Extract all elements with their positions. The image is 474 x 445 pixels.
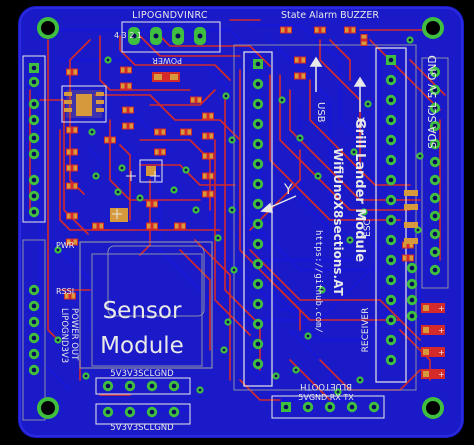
mcu-header-left-outline (243, 51, 273, 387)
board-name-label: Grill Lander Module (352, 118, 367, 262)
center-ic (110, 159, 163, 222)
module-label: Module (100, 333, 184, 359)
sensor-label: Sensor (103, 298, 182, 324)
svg-text:+: + (438, 348, 445, 357)
voltage-regulator-ic (64, 90, 104, 118)
axis-y-label: Y (283, 182, 293, 198)
bluetooth-pins-label: 5VGND RX TX (298, 393, 354, 402)
regulator-outline (61, 85, 107, 123)
power-label: POWER (152, 56, 182, 65)
top-header-label: LIPOGNDVINRC (132, 10, 208, 21)
bottom-header-mirror-label: 5V3V3SCLGND (110, 423, 174, 433)
sensor-chip-outline (107, 245, 205, 317)
left-header-outline (22, 55, 46, 223)
mcu-header-right-outline (375, 47, 407, 383)
svg-text:+: + (438, 326, 445, 335)
axis-arrows (260, 56, 367, 213)
usb-label: USB (315, 102, 326, 123)
sensor-module-footprint (79, 241, 213, 369)
left-column-label-a: LIPOGND3V3 (59, 308, 69, 363)
top-power-header-pins (128, 27, 206, 45)
right-header-outline (421, 57, 449, 289)
top-copper-traces (29, 19, 446, 401)
pwr-label: PWR (56, 241, 75, 250)
receiver-label: RECEIVER (361, 308, 371, 353)
fiducials (112, 171, 160, 219)
svg-text:+: + (438, 304, 445, 313)
right-column-label: SDA SCL 5V GND (426, 55, 439, 149)
top-header-outline (121, 21, 221, 53)
board-name-mirror-label: WifiUnoX8sections.AT (331, 148, 345, 296)
status-leds: + + + + (421, 303, 445, 379)
svg-text:+: + (438, 370, 445, 379)
left-column-label-b: POWER OUT (69, 308, 79, 361)
url-label: https://github.com/ (313, 230, 323, 333)
bottom-header-label: 5V3V3SCLGND (110, 369, 174, 379)
top-header-numbers: 4 3 2 1 (114, 31, 142, 40)
esc-label: ESC (363, 219, 373, 237)
axis-x-label: X (356, 116, 366, 132)
power-led (152, 72, 180, 82)
mounting-holes (37, 17, 444, 419)
bluetooth-label: BLUETOOTH (300, 381, 352, 391)
right-column-color-marks (404, 190, 418, 244)
state-alarm-buzzer-label: State Alarm BUZZER (281, 10, 379, 21)
rssi-label: RSSI (56, 287, 74, 296)
